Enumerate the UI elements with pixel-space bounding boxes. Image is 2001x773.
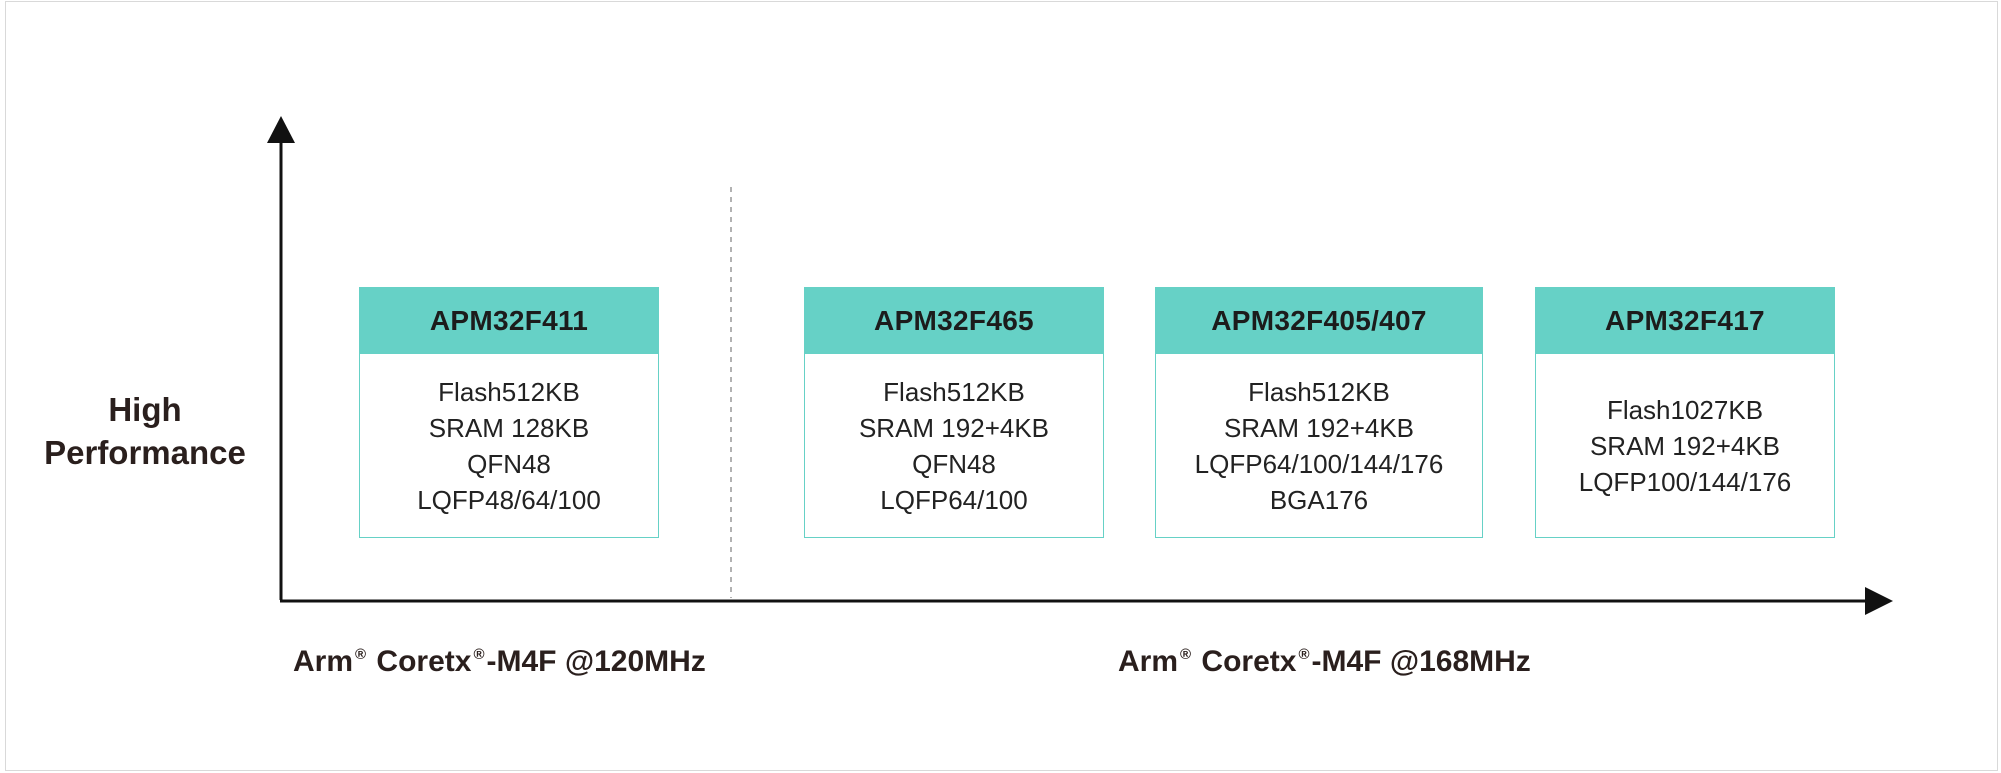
spec-line: Flash512KB [1248, 376, 1390, 407]
spec-line: LQFP48/64/100 [417, 484, 601, 515]
card-specs: Flash1027KB SRAM 192+4KB LQFP100/144/176 [1536, 354, 1834, 537]
spec-line: Flash512KB [883, 376, 1025, 407]
card-apm32f417: APM32F417 Flash1027KB SRAM 192+4KB LQFP1… [1535, 287, 1835, 538]
y-axis-label-line1: High [108, 391, 182, 428]
card-specs: Flash512KB SRAM 192+4KB LQFP64/100/144/1… [1156, 354, 1482, 537]
card-specs: Flash512KB SRAM 128KB QFN48 LQFP48/64/10… [360, 354, 658, 537]
spec-line: SRAM 128KB [428, 412, 590, 443]
spec-line: SRAM 192+4KB [1589, 430, 1781, 461]
spec-line: LQFP100/144/176 [1578, 466, 1792, 497]
diagram-frame [5, 1, 1998, 771]
registered-mark: ® [355, 646, 367, 663]
x-group-label-168mhz: Arm® Coretx®-M4F @168MHz [1118, 645, 1531, 679]
x-label-core: Coretx [1201, 645, 1297, 678]
card-apm32f411: APM32F411 Flash512KB SRAM 128KB QFN48 LQ… [359, 287, 659, 538]
y-axis-label-line2: Performance [44, 434, 246, 471]
spec-line: SRAM 192+4KB [1223, 412, 1415, 443]
registered-mark: ® [1298, 646, 1310, 663]
registered-mark: ® [473, 646, 485, 663]
x-group-label-120mhz: Arm® Coretx®-M4F @120MHz [293, 645, 706, 679]
x-label-arm: Arm [1118, 645, 1179, 678]
x-axis-arrow-icon [1865, 587, 1893, 615]
card-apm32f405-407: APM32F405/407 Flash512KB SRAM 192+4KB LQ… [1155, 287, 1483, 538]
card-title: APM32F405/407 [1156, 288, 1482, 354]
card-title: APM32F465 [805, 288, 1103, 354]
spec-line: LQFP64/100 [880, 484, 1028, 515]
card-specs: Flash512KB SRAM 192+4KB QFN48 LQFP64/100 [805, 354, 1103, 537]
y-axis-label: High Performance [30, 388, 260, 474]
card-title: APM32F411 [360, 288, 658, 354]
spec-line: QFN48 [912, 448, 996, 479]
registered-mark: ® [1180, 646, 1192, 663]
spec-line: Flash512KB [438, 376, 580, 407]
y-axis-arrow-icon [267, 116, 295, 143]
card-apm32f465: APM32F465 Flash512KB SRAM 192+4KB QFN48 … [804, 287, 1104, 538]
x-label-core: Coretx [376, 645, 472, 678]
x-label-arm: Arm [293, 645, 354, 678]
spec-line: Flash1027KB [1606, 394, 1764, 425]
x-label-suffix: -M4F @168MHz [1311, 645, 1531, 678]
spec-line: QFN48 [467, 448, 551, 479]
x-label-suffix: -M4F @120MHz [486, 645, 706, 678]
spec-line: SRAM 192+4KB [858, 412, 1050, 443]
spec-line: BGA176 [1269, 484, 1369, 515]
spec-line: LQFP64/100/144/176 [1194, 448, 1444, 479]
card-title: APM32F417 [1536, 288, 1834, 354]
